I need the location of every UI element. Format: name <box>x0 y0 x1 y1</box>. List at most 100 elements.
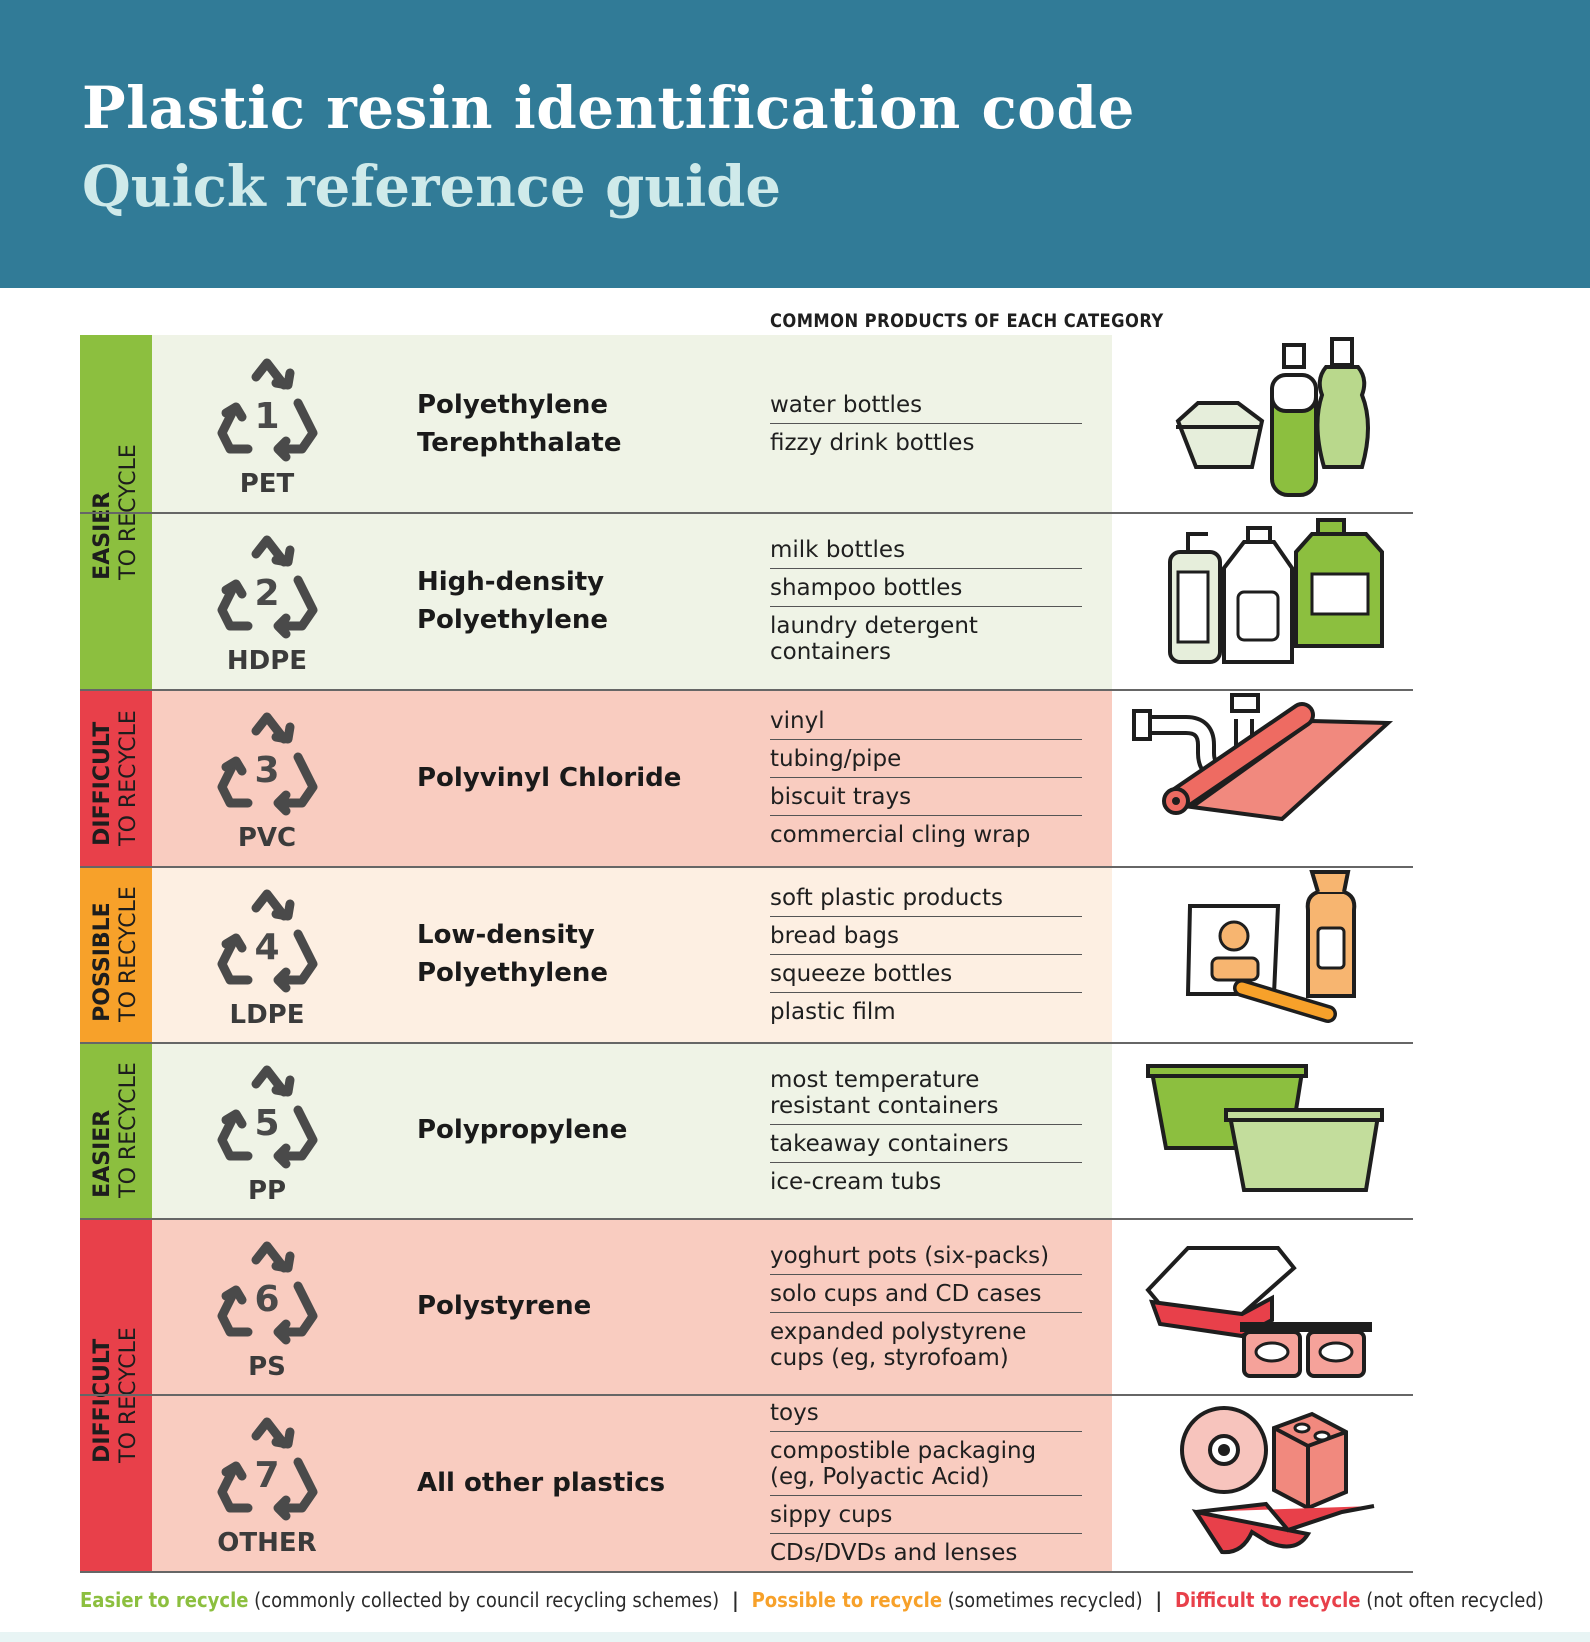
product-item: CDs/DVDs and lenses <box>770 1539 1018 1566</box>
product-item: compostible packaging (eg, Polyactic Aci… <box>770 1432 1082 1496</box>
product-item: squeeze bottles <box>770 955 1082 993</box>
row-divider <box>80 866 1413 868</box>
product-item: yoghurt pots (six-packs) <box>770 1237 1082 1275</box>
product-item: toys <box>770 1394 1082 1432</box>
pipe-and-wrap-icon <box>1132 693 1394 822</box>
resin-row-ps: 6 PS Polystyrene yoghurt pots (six-packs… <box>152 1218 1112 1394</box>
resin-row-pp: 5 PP Polypropylene most temperature resi… <box>152 1042 1112 1218</box>
cd-and-toy-block-icon <box>1180 1406 1375 1555</box>
row-divider <box>80 1394 1413 1396</box>
band-rest: TO RECYCLE <box>116 886 141 1022</box>
page-title: Plastic resin identification code <box>82 74 1135 142</box>
band-bold: EASIER <box>90 1109 115 1198</box>
products-list: milk bottles shampoo bottles laundry det… <box>770 512 1082 688</box>
illustration-ps <box>1112 1218 1412 1394</box>
product-item: fizzy drink bottles <box>770 429 975 456</box>
product-item: solo cups and CD cases <box>770 1275 1082 1313</box>
product-item: soft plastic products <box>770 879 1082 917</box>
products-list: toys compostible packaging (eg, Polyacti… <box>770 1394 1082 1570</box>
resin-code: 7 <box>254 1455 279 1496</box>
band-bold: DIFFICULT <box>90 721 115 846</box>
header-banner: Plastic resin identification code Quick … <box>0 0 1590 288</box>
resin-code: 3 <box>254 750 279 791</box>
products-list: most temperature resistant containers ta… <box>770 1042 1082 1218</box>
resin-code: 1 <box>254 396 279 437</box>
illustration-hdpe <box>1112 512 1412 688</box>
product-item: shampoo bottles <box>770 569 1082 607</box>
resin-row-pvc: 3 PVC Polyvinyl Chloride vinyl tubing/pi… <box>152 689 1112 866</box>
products-list: soft plastic products bread bags squeeze… <box>770 866 1082 1042</box>
illustration-pet <box>1112 335 1412 511</box>
legend-footer: Easier to recycle (commonly collected by… <box>80 1588 1544 1612</box>
resin-row-ldpe: 4 LDPE Low-density Polyethylene soft pla… <box>152 866 1112 1042</box>
products-list: water bottles fizzy drink bottles <box>770 335 1082 511</box>
products-list: vinyl tubing/pipe biscuit trays commerci… <box>770 689 1082 865</box>
recycle-triangle-4-icon: 4 <box>212 886 322 996</box>
product-item: plastic film <box>770 998 896 1025</box>
resin-row-hdpe: 2 HDPE High-density Polyethylene milk bo… <box>152 512 1112 689</box>
resin-abbr: PS <box>248 1352 286 1382</box>
row-divider <box>80 689 1413 691</box>
recycle-triangle-7-icon: 7 <box>212 1414 322 1524</box>
product-item: water bottles <box>770 386 1082 424</box>
recycle-triangle-5-icon: 5 <box>212 1062 322 1172</box>
product-item: ice-cream tubs <box>770 1168 942 1195</box>
illustration-other <box>1112 1394 1412 1570</box>
resin-code: 2 <box>254 573 279 614</box>
bottom-strip <box>0 1632 1590 1642</box>
recycle-triangle-6-icon: 6 <box>212 1238 322 1348</box>
product-item: tubing/pipe <box>770 740 1082 778</box>
product-item: sippy cups <box>770 1496 1082 1534</box>
product-item: milk bottles <box>770 531 1082 569</box>
page-subtitle: Quick reference guide <box>82 154 782 220</box>
resin-name: Polyethylene Terephthalate <box>417 389 622 458</box>
legend-possible-note: (sometimes recycled) <box>947 1588 1143 1612</box>
resin-name: High-density Polyethylene <box>417 566 608 635</box>
resin-abbr: PET <box>239 469 295 499</box>
legend-possible-label: Possible to recycle <box>751 1588 943 1612</box>
products-list: yoghurt pots (six-packs) solo cups and C… <box>770 1218 1082 1394</box>
row-divider <box>80 1218 1413 1220</box>
resin-row-pet: 1 PET Polyethylene Terephthalate water b… <box>152 335 1112 512</box>
bags-icon <box>1185 870 1357 1023</box>
resin-abbr: PVC <box>237 823 297 853</box>
product-item: vinyl <box>770 702 1082 740</box>
resin-code: 5 <box>254 1103 279 1144</box>
product-item: most temperature resistant containers <box>770 1061 1082 1125</box>
resin-name: Polystyrene <box>417 1291 592 1321</box>
band-bold: POSSIBLE <box>90 902 115 1022</box>
product-item: bread bags <box>770 917 1082 955</box>
jugs-icon <box>1168 518 1384 664</box>
legend-separator: | <box>1155 1588 1163 1612</box>
products-column-header: COMMON PRODUCTS OF EACH CATEGORY <box>770 310 1164 332</box>
band-rest: TO RECYCLE <box>116 1062 141 1198</box>
foam-box-and-pots-icon <box>1145 1246 1372 1378</box>
resin-abbr: OTHER <box>217 1528 317 1558</box>
clamshell-and-bottles-icon <box>1175 337 1370 497</box>
resin-row-other: 7 OTHER All other plastics toys composti… <box>152 1394 1112 1571</box>
resin-code: 6 <box>254 1279 279 1320</box>
resin-name: Low-density Polyethylene <box>417 920 608 988</box>
resin-abbr: LDPE <box>229 1000 305 1030</box>
resin-code: 4 <box>254 927 279 968</box>
row-divider <box>80 1042 1413 1044</box>
product-item: expanded polystyrene cups (eg, styrofoam… <box>770 1318 1027 1371</box>
recycle-triangle-2-icon: 2 <box>212 532 322 642</box>
band-rest: TO RECYCLE <box>116 709 141 846</box>
illustration-ldpe <box>1112 866 1412 1042</box>
product-item: biscuit trays <box>770 778 1082 816</box>
recycle-triangle-1-icon: 1 <box>212 355 322 465</box>
resin-abbr: HDPE <box>226 646 308 676</box>
product-item: laundry detergent containers <box>770 612 978 665</box>
product-item: commercial cling wrap <box>770 821 1031 848</box>
product-item: takeaway containers <box>770 1125 1082 1163</box>
resin-name: All other plastics <box>417 1467 666 1498</box>
tubs-icon <box>1146 1064 1384 1192</box>
recycle-triangle-3-icon: 3 <box>212 709 322 819</box>
